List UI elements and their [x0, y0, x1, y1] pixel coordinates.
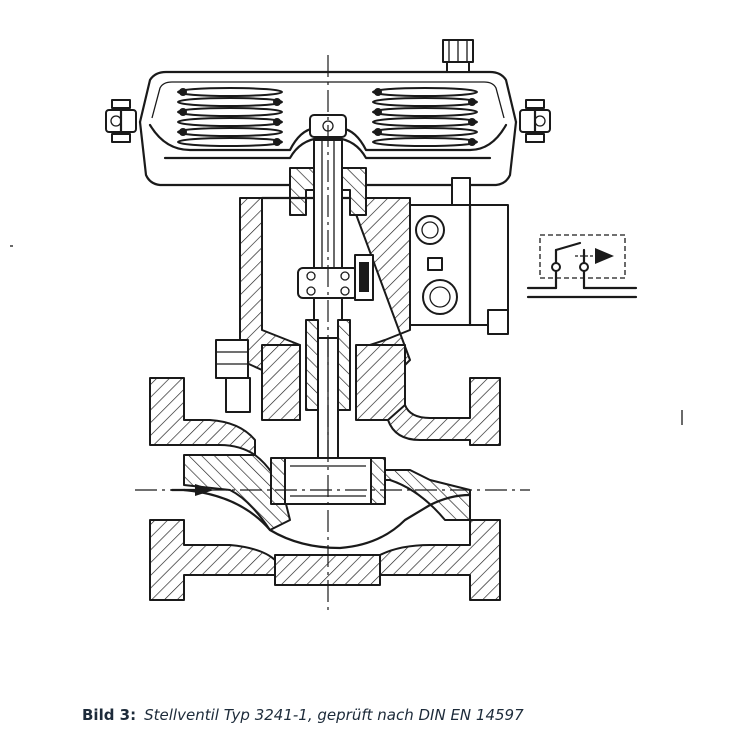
- actuator-springs-left: [177, 87, 283, 147]
- figure-caption: Bild 3: Stellventil Typ 3241-1, geprüft n…: [82, 706, 524, 724]
- travel-indicator: [354, 254, 374, 301]
- actuator-springs-right: [372, 87, 478, 147]
- control-valve-drawing: [10, 39, 683, 610]
- actuator-clamp-right: [519, 99, 551, 143]
- yoke: [239, 167, 411, 421]
- vent-fitting: [442, 39, 474, 73]
- side-plug: [215, 339, 251, 413]
- actuator-clamp-left: [105, 99, 137, 143]
- figure-label: Bild 3:: [82, 706, 137, 724]
- figure-caption-text: Stellventil Typ 3241-1, geprüft nach DIN…: [144, 706, 524, 724]
- limit-switch-housing: [409, 177, 509, 335]
- limit-switch-symbol: [526, 234, 638, 299]
